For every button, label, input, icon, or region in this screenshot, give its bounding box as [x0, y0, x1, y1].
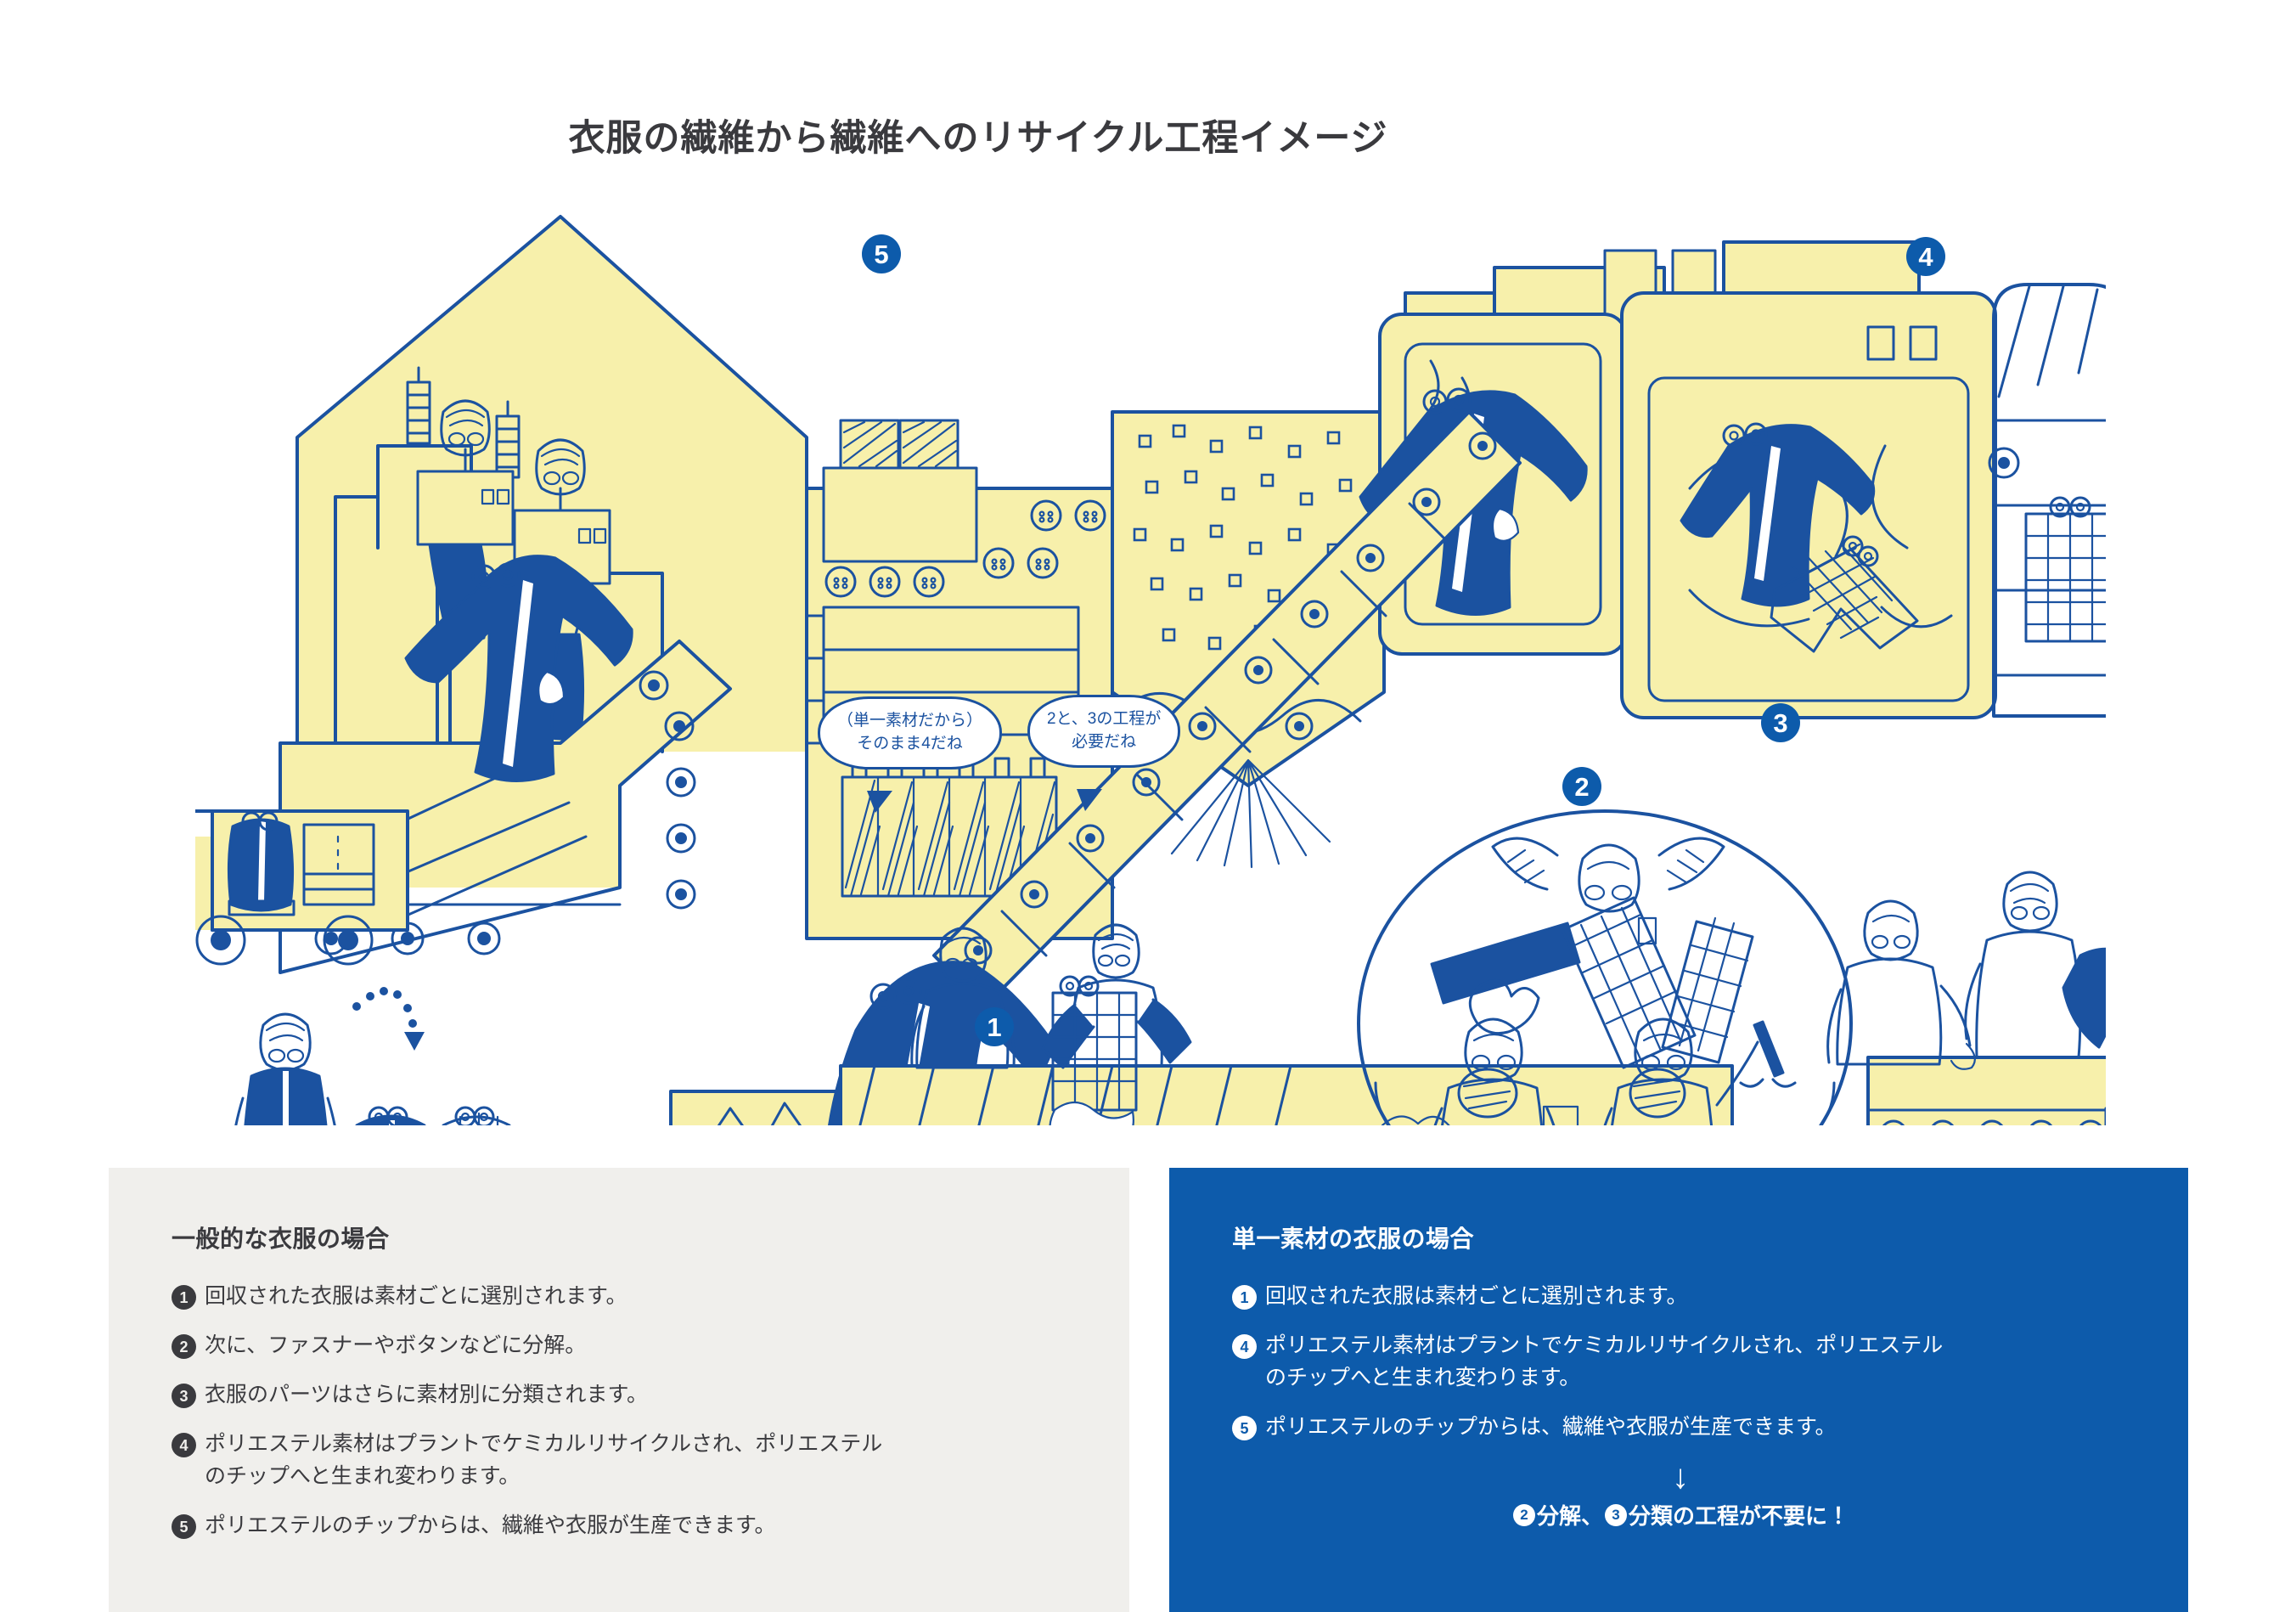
worker-vat-right: [1603, 1017, 1797, 1125]
list-item: 5 ポリエステルのチップからは、繊維や衣服が生産できます。: [172, 1509, 1070, 1542]
conclusion-number-badge-b: 3: [1605, 1503, 1627, 1526]
down-arrow-icon: ↓: [1672, 1458, 1689, 1496]
list-item: 3 衣服のパーツはさらに素材別に分類されます。: [172, 1378, 1070, 1411]
collection-truck-lower: [355, 1106, 511, 1125]
panel-mono-material-clothing: 単一素材の衣服の場合 1 回収された衣服は素材ごとに選別されます。 4 ポリエス…: [1169, 1168, 2188, 1612]
conclusion-number-badge-a: 2: [1512, 1503, 1535, 1526]
speech-bubble-two-three-steps-text: 2と、3の工程が 必要だね: [1027, 694, 1181, 768]
button-row: [824, 499, 1106, 598]
conclusion-text-a: 分解、: [1536, 1503, 1603, 1529]
panel-mono-conclusion: 2 分解、 3 分類の工程が不要に！: [1232, 1499, 2129, 1530]
page-title-text: 衣服の繊維から繊維へのリサイクル工程イメージ: [568, 118, 1388, 159]
illustration-svg: .y{fill:#f7f0ab;} .ln{fill:none;stroke:#…: [195, 215, 2106, 1125]
speech-bubble-tail-icon: [867, 791, 892, 814]
panel-general-heading: 一般的な衣服の場合: [172, 1226, 390, 1252]
speech-bubble-tail-icon: [1077, 789, 1102, 812]
worker-sorting-b: [1041, 923, 1192, 1125]
step-number-badge: 5: [172, 1514, 196, 1539]
disassembly-vat-2: [1357, 809, 1853, 1125]
step-number-badge: 1: [1232, 1285, 1257, 1310]
process-badge-4: 4: [1906, 237, 1945, 276]
step-number-badge: 5: [1232, 1416, 1257, 1440]
step-number-badge: 3: [172, 1384, 196, 1408]
delivery-truck-upper: [195, 809, 409, 966]
step-text: ポリエステル素材はプラントでケミカルリサイクルされ、ポリエステル のチップへと生…: [1265, 1333, 1944, 1389]
worker-vat-left: [1381, 978, 1579, 1125]
speech-bubble-two-three-steps: 2と、3の工程が 必要だね: [1027, 671, 1181, 835]
list-item: 2 次に、ファスナーやボタンなどに分解。: [172, 1329, 1070, 1361]
list-item: 4 ポリエステル素材はプラントでケミカルリサイクルされ、ポリエステル のチップへ…: [172, 1428, 1070, 1492]
list-item: 1 回収された衣服は素材ごとに選別されます。: [1232, 1280, 2129, 1312]
speech-bubble-mono-material-text: （単一素材だから） そのまま4だね: [818, 696, 1003, 769]
person-standing: [234, 1012, 336, 1125]
speech-bubble-mono-material: （単一素材だから） そのまま4だね: [818, 673, 1003, 837]
step-text: 回収された衣服は素材ごとに選別されます。: [205, 1284, 627, 1308]
panel-mono-step-list: 1 回収された衣服は素材ごとに選別されます。 4 ポリエステル素材はプラントでケ…: [1232, 1280, 2129, 1443]
dotted-arrow-up: [352, 987, 425, 1051]
step-text: ポリエステルのチップからは、繊維や衣服が生産できます。: [205, 1513, 776, 1537]
step-number-badge: 4: [172, 1433, 196, 1457]
recycling-process-illustration: .y{fill:#f7f0ab;} .ln{fill:none;stroke:#…: [195, 166, 2106, 1125]
page-title: 衣服の繊維から繊維へのリサイクル工程イメージ: [0, 109, 2296, 161]
step-text: 回収された衣服は素材ごとに選別されます。: [1265, 1284, 1688, 1308]
step-text: 次に、ファスナーやボタンなどに分解。: [205, 1333, 587, 1357]
step-text: 衣服のパーツはさらに素材別に分類されます。: [205, 1383, 649, 1406]
process-badge-3: 3: [1761, 703, 1800, 742]
panel-general-step-list: 1 回収された衣服は素材ごとに選別されます。 2 次に、ファスナーやボタンなどに…: [172, 1280, 1070, 1542]
classification-area-3: [1826, 871, 2106, 1125]
step-number-badge: 2: [172, 1334, 196, 1359]
conclusion-text-b: 分類の工程が不要に！: [1629, 1503, 1850, 1529]
step-text: ポリエステルのチップからは、繊維や衣服が生産できます。: [1265, 1415, 1837, 1439]
step-number-badge: 4: [1232, 1334, 1257, 1359]
process-badge-2: 2: [1562, 767, 1601, 806]
list-item: 4 ポリエステル素材はプラントでケミカルリサイクルされ、ポリエステル のチップへ…: [1232, 1329, 2129, 1394]
step-text: ポリエステル素材はプラントでケミカルリサイクルされ、ポリエステル のチップへと生…: [205, 1432, 883, 1488]
process-badge-1: 1: [975, 1007, 1014, 1046]
panel-mono-heading: 単一素材の衣服の場合: [1232, 1226, 1475, 1252]
step-number-badge: 1: [172, 1285, 196, 1310]
panel-general-clothing: 一般的な衣服の場合 1 回収された衣服は素材ごとに選別されます。 2 次に、ファ…: [109, 1168, 1129, 1612]
process-badge-5: 5: [862, 234, 901, 273]
list-item: 5 ポリエステルのチップからは、繊維や衣服が生産できます。: [1232, 1411, 2129, 1443]
list-item: 1 回収された衣服は素材ごとに選別されます。: [172, 1280, 1070, 1312]
